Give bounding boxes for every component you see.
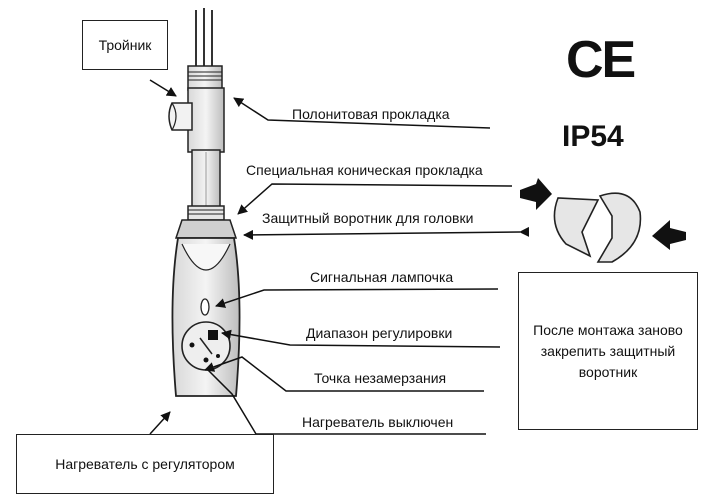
top-pipe bbox=[187, 65, 223, 91]
heater-label-box: Нагреватель с регулятором bbox=[16, 434, 274, 494]
collar bbox=[174, 219, 238, 239]
collar-label: Защитный воротник для головки bbox=[262, 210, 474, 226]
antifreeze-label: Точка незамерзания bbox=[314, 370, 447, 386]
note-box: После монтажа заново закрепить защитный … bbox=[518, 272, 698, 430]
press-arrow-left bbox=[520, 178, 552, 210]
tee-label: Тройник bbox=[98, 36, 152, 53]
ip-rating: IP54 bbox=[562, 120, 624, 153]
range-label: Диапазон регулировки bbox=[306, 325, 453, 341]
lamp-label: Сигнальная лампочка bbox=[310, 269, 454, 285]
conical-gasket-label: Специальная коническая прокладка bbox=[246, 162, 483, 178]
signal-lamp bbox=[200, 298, 210, 316]
heater-label: Нагреватель с регулятором bbox=[55, 455, 235, 472]
press-arrow-right bbox=[652, 220, 686, 250]
tee-label-box: Тройник bbox=[82, 20, 168, 70]
off-label: Нагреватель выключен bbox=[302, 414, 454, 430]
tee-body bbox=[187, 87, 225, 153]
cone-thread bbox=[187, 205, 225, 221]
gasket-label: Полонитовая прокладка bbox=[292, 106, 450, 122]
ce-mark: CE bbox=[566, 31, 636, 89]
note-text: После монтажа заново закрепить защитный … bbox=[533, 321, 683, 380]
cable-wires bbox=[195, 8, 213, 72]
collar-ring bbox=[553, 192, 642, 263]
top-thread bbox=[188, 71, 222, 81]
callout-lines bbox=[149, 79, 530, 435]
tee-branch bbox=[168, 102, 193, 131]
